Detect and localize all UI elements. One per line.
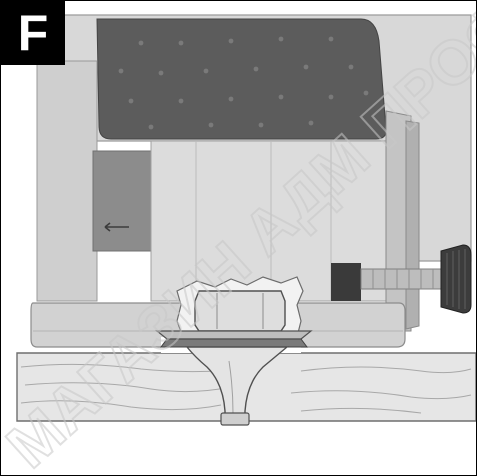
depth-bracket (331, 263, 361, 301)
bit-bearing (220, 412, 250, 426)
knob (440, 244, 472, 314)
panel-dots (118, 36, 369, 130)
router-dark-panel (96, 18, 387, 140)
arrow-marking (104, 222, 129, 232)
figure-label: F (1, 1, 65, 65)
router-left-column (36, 60, 98, 302)
